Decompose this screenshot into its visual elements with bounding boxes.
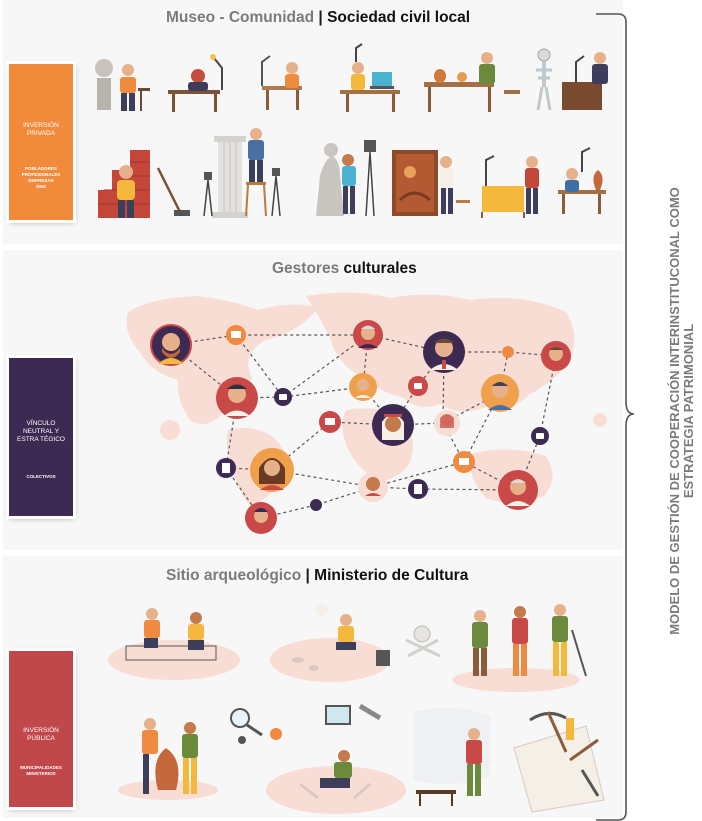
avatar-woman-small bbox=[434, 410, 460, 436]
avatar-small-man bbox=[349, 373, 377, 401]
statue-restorer-icon bbox=[316, 140, 376, 217]
vase-carriers-icon bbox=[118, 718, 218, 800]
avatar-man-tie bbox=[423, 331, 465, 373]
network-badges bbox=[216, 325, 549, 511]
digger-icon bbox=[270, 604, 441, 682]
question-icon bbox=[502, 346, 514, 358]
avatar-woman-bottom bbox=[245, 502, 277, 534]
document-icon bbox=[408, 479, 428, 499]
avatar-young-man bbox=[216, 377, 258, 419]
title-strong: Ministerio de Cultura bbox=[314, 567, 469, 584]
section-title-community: Museo - Comunidad | Sociedad civil local bbox=[166, 9, 470, 27]
lamp-desk-icon bbox=[168, 54, 223, 112]
card-title: INVERSIÓN PRIVADA bbox=[23, 122, 59, 137]
card-subtitle: COLECTIVOS bbox=[26, 474, 56, 479]
chat-icon bbox=[531, 427, 549, 445]
title-muted: Gestores bbox=[272, 260, 340, 277]
network-nodes bbox=[150, 320, 571, 534]
avatar-arab-man bbox=[372, 404, 414, 446]
message-icon bbox=[226, 325, 246, 345]
card-neutral-link: VÍNCULO NEUTRAL Y ESTRA TÉGICO COLECTIVO… bbox=[9, 358, 73, 516]
card-subtitle: POBLADORES PROFESIONALES EMPRESAS ONG bbox=[21, 166, 61, 189]
title-separator: | bbox=[305, 567, 310, 584]
bottom-row-1 bbox=[108, 604, 587, 692]
painting-restorer-icon bbox=[392, 150, 470, 216]
side-label-text: MODELO DE GESTIÓN DE COOPERACIÓN INTERIN… bbox=[667, 61, 696, 761]
wall-inspector-icon bbox=[414, 707, 490, 806]
side-label-line2: ESTRATEGIA PATRIMONIAL bbox=[681, 323, 696, 498]
excavators-icon bbox=[108, 608, 240, 680]
document-icon bbox=[216, 458, 236, 478]
avatar-red-man bbox=[541, 341, 571, 371]
pottery-table-icon bbox=[424, 52, 520, 112]
hikers-icon bbox=[452, 604, 587, 692]
avatar-woman-red bbox=[250, 448, 294, 492]
title-muted: Museo - Comunidad bbox=[166, 9, 315, 26]
field-researcher-icon bbox=[266, 750, 406, 814]
skull-icon bbox=[405, 625, 441, 658]
avatar-bearded-man bbox=[150, 324, 192, 366]
side-label: MODELO DE GESTIÓN DE COOPERACIÓN INTERIN… bbox=[664, 0, 700, 821]
avatar-man-green bbox=[358, 472, 388, 502]
column-restorer-icon bbox=[203, 128, 281, 218]
chat-icon bbox=[408, 376, 428, 396]
title-strong: Sociedad civil local bbox=[327, 9, 471, 26]
card-private-investment: INVERSIÓN PRIVADA POBLADORES PROFESIONAL… bbox=[9, 64, 73, 220]
card-title: VÍNCULO NEUTRAL Y ESTRA TÉGICO bbox=[17, 420, 65, 443]
textile-worker-icon bbox=[481, 155, 539, 218]
laptop-worker-icon bbox=[340, 43, 400, 112]
avatar-orange-man bbox=[481, 374, 519, 412]
brace-icon bbox=[596, 13, 635, 821]
title-strong: culturales bbox=[343, 260, 417, 277]
magnifier-icon bbox=[230, 703, 382, 744]
avatar-old-man bbox=[498, 470, 538, 510]
bricklayer-icon bbox=[98, 150, 190, 218]
tools-icon bbox=[513, 711, 605, 813]
title-separator: | bbox=[318, 9, 323, 26]
card-subtitle: MUNICIPALIDADES MINISTERIOS bbox=[20, 765, 62, 776]
side-label-line1: MODELO DE GESTIÓN DE COOPERACIÓN INTERIN… bbox=[667, 186, 682, 635]
chat-icon bbox=[274, 388, 292, 406]
section-title-managers: Gestores culturales bbox=[272, 260, 417, 278]
card-public-investment: INVERSIÓN PÚBLICA MUNICIPALIDADES MINIST… bbox=[9, 651, 73, 807]
draftsman-icon bbox=[261, 55, 302, 110]
message-icon bbox=[453, 451, 475, 473]
message-icon bbox=[319, 411, 341, 433]
vase-restorer-icon bbox=[558, 147, 606, 214]
avatar-grey-man bbox=[353, 320, 383, 350]
top-row-2 bbox=[98, 128, 606, 218]
section-title-archaeology: Sitio arqueológico | Ministerio de Cultu… bbox=[166, 567, 468, 585]
card-title: INVERSIÓN PÚBLICA bbox=[23, 727, 59, 742]
top-row-1 bbox=[95, 43, 608, 112]
sculptor-icon bbox=[95, 59, 150, 111]
skeleton-restorer-icon bbox=[536, 48, 608, 111]
question-icon bbox=[310, 499, 322, 511]
title-muted: Sitio arqueológico bbox=[166, 567, 302, 584]
bottom-row-2 bbox=[118, 703, 605, 814]
